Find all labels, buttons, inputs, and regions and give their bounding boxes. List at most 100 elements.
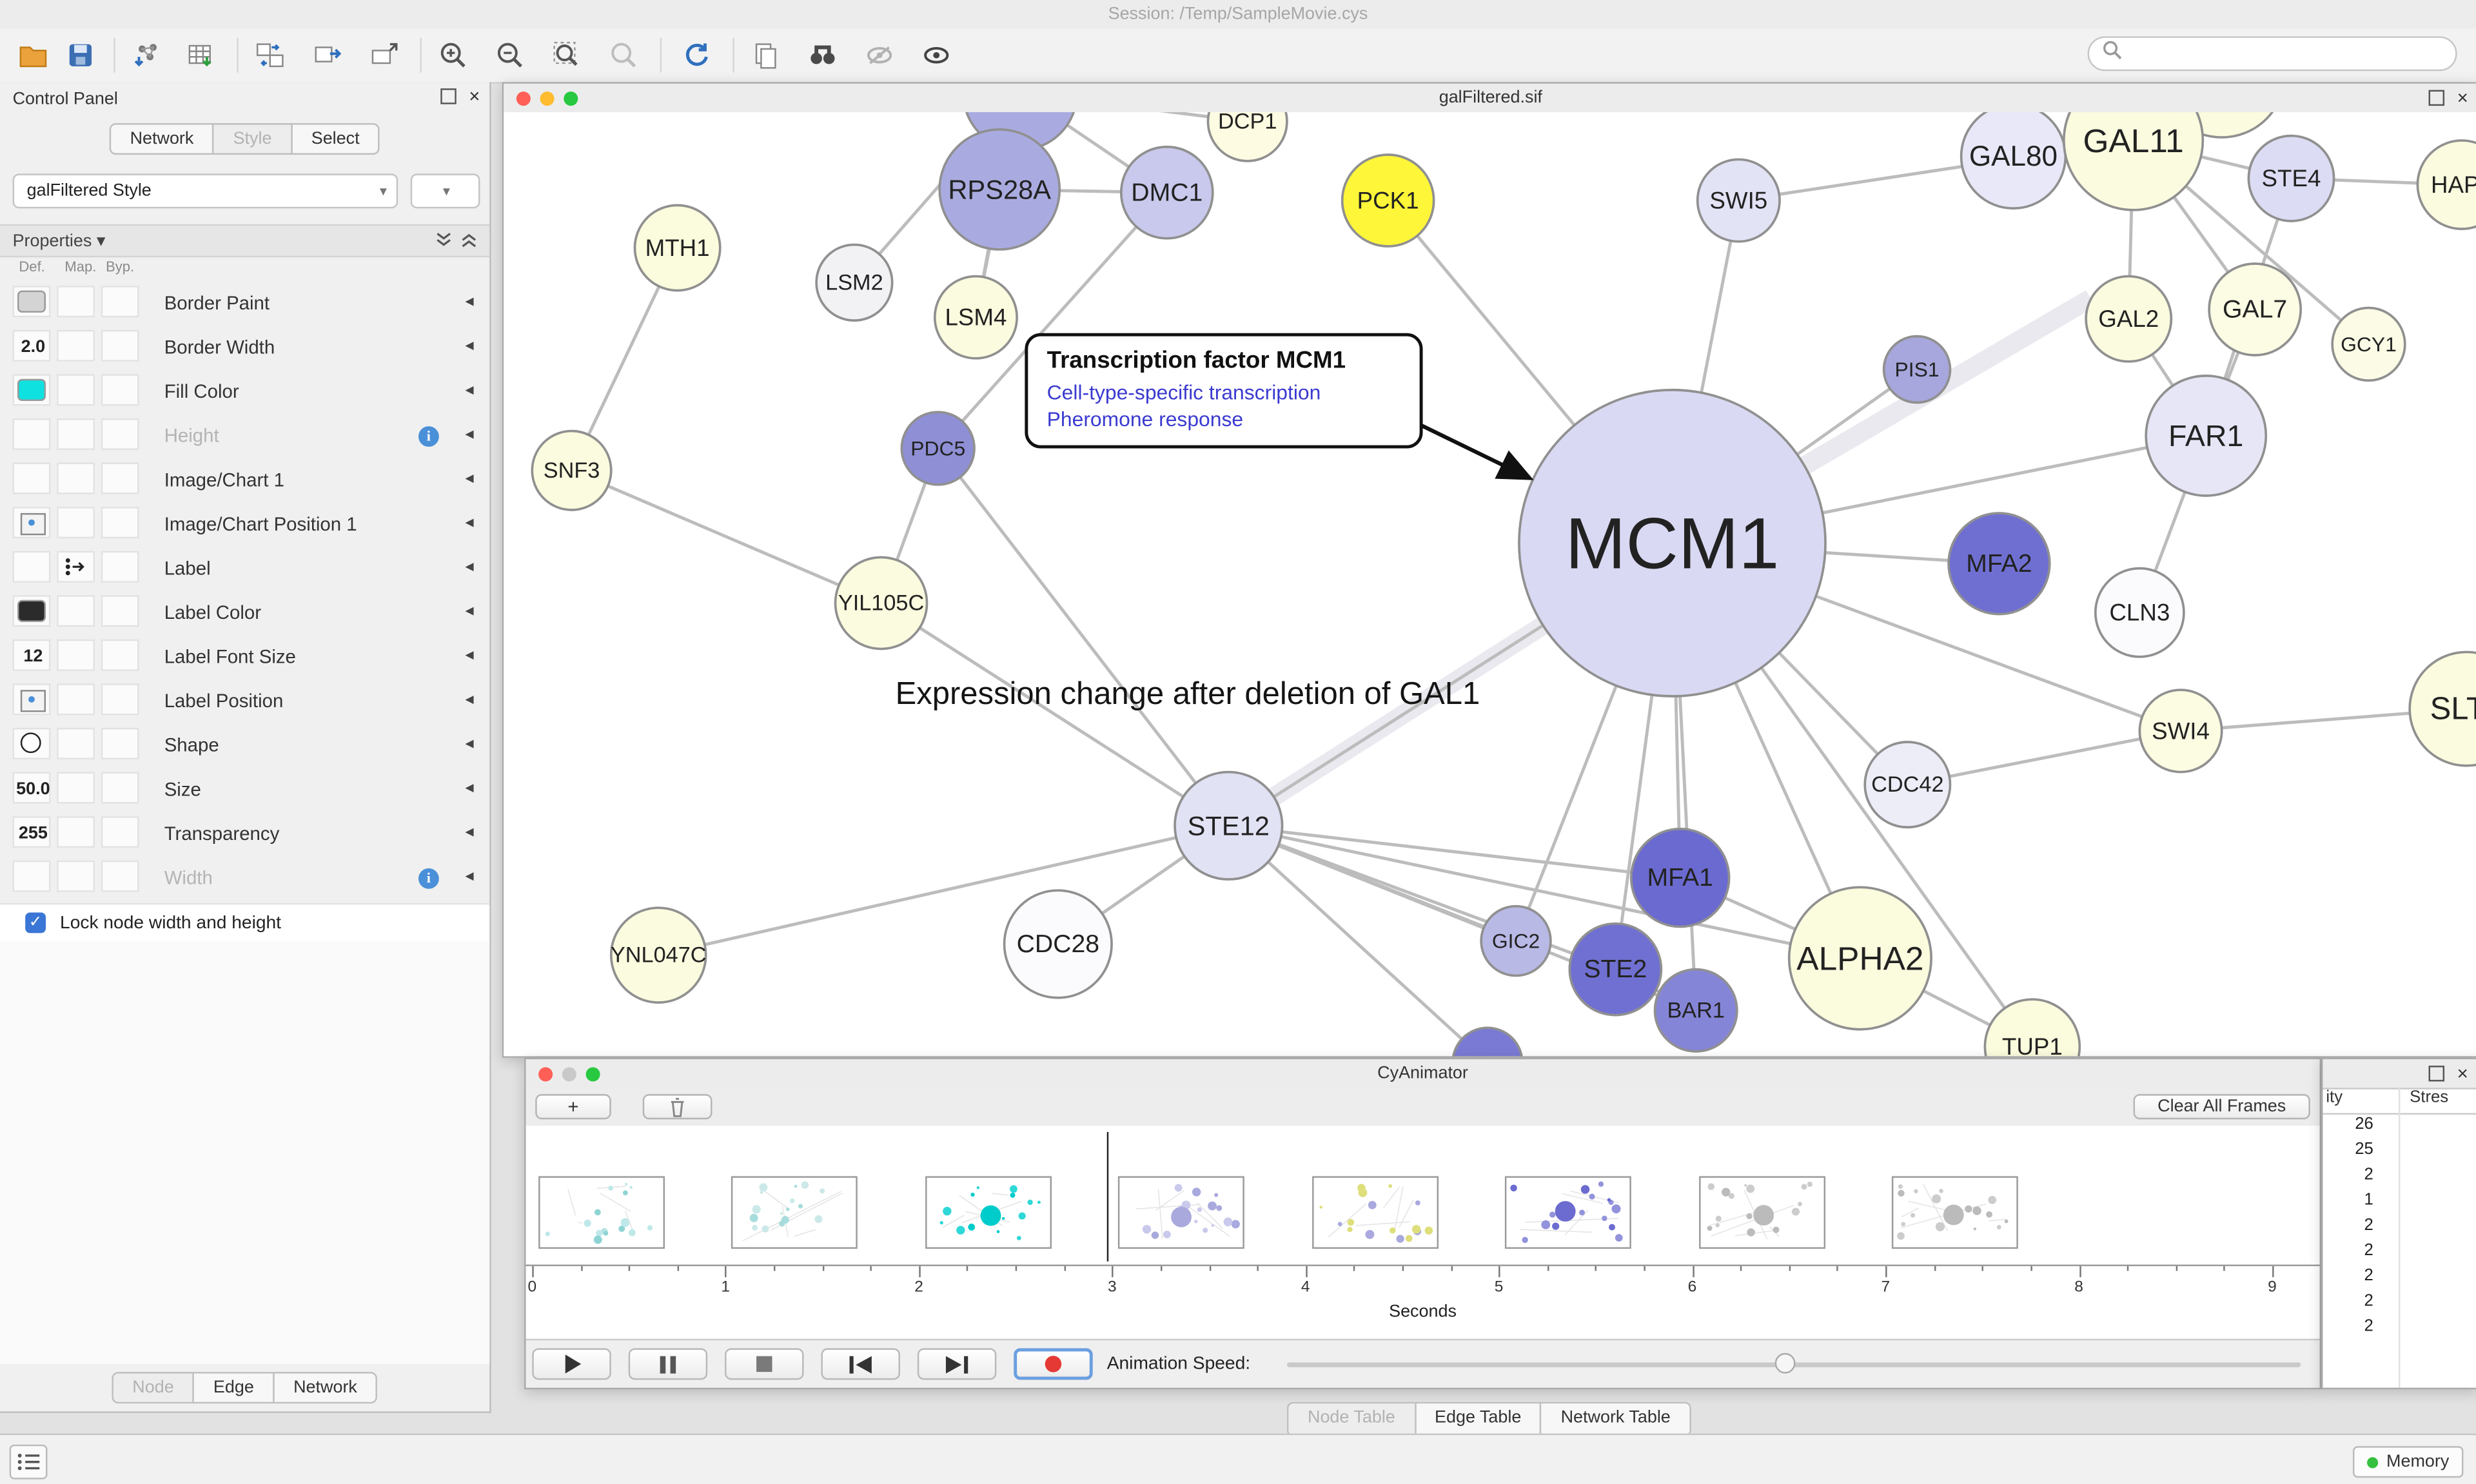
bypass-cell[interactable]	[101, 683, 139, 716]
bypass-cell[interactable]	[101, 507, 139, 539]
frame-thumbnail[interactable]	[1892, 1176, 2019, 1249]
network-canvas[interactable]: RPS28ADCP1DMC1PCK1SWI5GAL80GAL11STE4HAP2…	[504, 112, 2476, 1057]
results-row[interactable]: 1	[2364, 1190, 2373, 1209]
property-row[interactable]: Label◀	[0, 546, 489, 591]
default-value-cell[interactable]	[12, 507, 51, 539]
results-row[interactable]: 25	[2355, 1140, 2373, 1159]
bypass-cell[interactable]	[101, 727, 139, 759]
tab-network[interactable]: Network	[273, 1372, 378, 1404]
network-node-mfa1[interactable]: MFA1	[1629, 827, 1731, 928]
mapping-cell[interactable]	[57, 329, 95, 362]
network-node-gal7[interactable]: GAL7	[2208, 262, 2303, 356]
expand-row-icon[interactable]: ◀	[465, 783, 474, 794]
property-row[interactable]: Border Paint◀	[0, 281, 489, 326]
mapping-cell[interactable]	[57, 860, 95, 892]
import-table-icon[interactable]	[180, 35, 221, 76]
expand-row-icon[interactable]: ◀	[465, 650, 474, 662]
mapping-cell[interactable]	[57, 462, 95, 494]
network-node-dcp1[interactable]: DCP1	[1206, 112, 1288, 162]
style-options-button[interactable]: ▾	[410, 173, 480, 209]
network-node-ste12[interactable]: STE12	[1174, 770, 1284, 881]
panel-menu-button[interactable]	[9, 1444, 48, 1479]
cyanimator-titlebar[interactable]: CyAnimator	[526, 1059, 2320, 1089]
mapping-cell[interactable]	[57, 772, 95, 804]
collapse-all-icon[interactable]	[436, 231, 451, 253]
clone-network-icon[interactable]	[745, 35, 787, 76]
previous-frame-button[interactable]	[821, 1348, 900, 1380]
default-value-cell[interactable]	[12, 772, 51, 804]
tab-node[interactable]: Node	[112, 1372, 195, 1404]
results-row[interactable]: 2	[2364, 1266, 2373, 1285]
search-network-icon[interactable]	[802, 35, 843, 76]
frame-thumbnail[interactable]	[1118, 1176, 1245, 1249]
zoom-fit-icon[interactable]	[546, 35, 587, 76]
bypass-cell[interactable]	[101, 639, 139, 671]
lock-size-checkbox[interactable]: ✓	[25, 912, 46, 933]
info-icon[interactable]: i	[418, 426, 439, 447]
next-frame-button[interactable]	[917, 1348, 997, 1380]
network-node-ste4[interactable]: STE4	[2247, 134, 2335, 222]
bypass-cell[interactable]	[101, 462, 139, 494]
close-window-icon[interactable]	[516, 92, 531, 106]
frame-thumbnail[interactable]	[925, 1176, 1052, 1249]
expand-row-icon[interactable]: ◀	[465, 694, 474, 706]
results-row[interactable]: 2	[2364, 1316, 2373, 1336]
results-row[interactable]: 2	[2364, 1215, 2373, 1235]
network-node-ynl047c[interactable]: YNL047C	[609, 906, 707, 1004]
network-node-far1[interactable]: FAR1	[2145, 375, 2268, 497]
network-node-cdc42[interactable]: CDC42	[1863, 741, 1952, 829]
default-value-cell[interactable]	[12, 639, 51, 671]
bypass-cell[interactable]	[101, 551, 139, 583]
bypass-cell[interactable]	[101, 772, 139, 804]
property-row[interactable]: Label Position◀	[0, 679, 489, 723]
network-node-mcm1[interactable]: MCM1	[1518, 389, 1827, 698]
default-value-cell[interactable]	[12, 683, 51, 716]
expand-row-icon[interactable]: ◀	[465, 827, 474, 839]
default-value-cell[interactable]	[12, 462, 51, 494]
show-all-icon[interactable]	[916, 35, 957, 76]
zoom-window-icon[interactable]	[564, 92, 578, 106]
network-window-titlebar[interactable]: galFiltered.sif ×	[504, 83, 2476, 114]
info-icon[interactable]: i	[418, 868, 439, 889]
delete-frame-button[interactable]	[642, 1094, 712, 1120]
mapping-cell[interactable]	[57, 551, 95, 583]
frame-thumbnail[interactable]	[538, 1176, 665, 1249]
close-window-icon[interactable]	[538, 1067, 553, 1082]
memory-button[interactable]: Memory	[2353, 1446, 2464, 1478]
results-row[interactable]: 2	[2364, 1240, 2373, 1260]
property-row[interactable]: Fill Color◀	[0, 369, 489, 414]
tab-network-table[interactable]: Network Table	[1540, 1401, 1691, 1437]
open-session-icon[interactable]	[13, 35, 54, 76]
properties-header[interactable]: Properties ▾	[0, 224, 490, 258]
frame-thumbnail[interactable]	[1698, 1176, 1825, 1249]
mapping-cell[interactable]	[57, 595, 95, 627]
expand-row-icon[interactable]: ◀	[465, 561, 474, 573]
network-node-dmc1[interactable]: DMC1	[1119, 145, 1214, 240]
property-row[interactable]: Label Color◀	[0, 591, 489, 635]
minimize-window-icon[interactable]	[562, 1067, 576, 1082]
bypass-cell[interactable]	[101, 595, 139, 627]
float-panel-icon[interactable]	[2428, 1066, 2444, 1082]
mapping-cell[interactable]	[57, 507, 95, 539]
network-node-lsm4[interactable]: LSM4	[933, 275, 1018, 360]
network-node-ncut3[interactable]	[1452, 1026, 1523, 1057]
search-input[interactable]	[2087, 36, 2457, 72]
frame-thumbnail[interactable]	[1505, 1176, 1632, 1249]
network-node-tup1[interactable]: TUP1	[1983, 998, 2081, 1057]
tab-edge-table[interactable]: Edge Table	[1414, 1401, 1542, 1437]
network-node-gal11[interactable]: GAL11	[2063, 112, 2205, 211]
tab-node-table[interactable]: Node Table	[1287, 1401, 1416, 1437]
expand-row-icon[interactable]: ◀	[465, 518, 474, 529]
bypass-cell[interactable]	[101, 860, 139, 892]
default-value-cell[interactable]	[12, 595, 51, 627]
network-node-gic2[interactable]: GIC2	[1480, 904, 1552, 977]
add-frame-button[interactable]: +	[535, 1094, 611, 1120]
network-node-lsm2[interactable]: LSM2	[815, 243, 894, 322]
tab-select[interactable]: Select	[290, 123, 380, 155]
